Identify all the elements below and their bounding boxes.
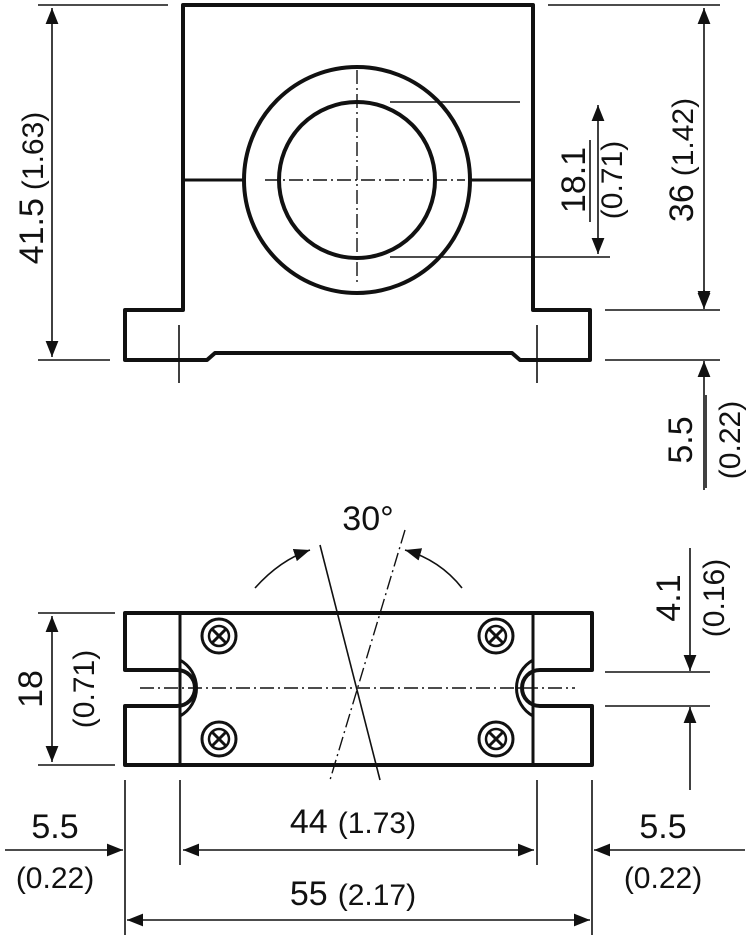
dim-label-height-axis: 36(1.42) [663,98,701,222]
dim-label-width-inch: (0.71) [68,650,101,728]
screw-icon [200,720,238,758]
dim-label-slot-inch: (0.16) [698,559,731,637]
plan-view: 30° 18 (0.71) 4.1 (0.16) 44(1.73) 5.5 (0… [5,500,745,935]
dim-label-bore-inch: (0.71) [596,141,629,219]
screw-icon [477,617,515,655]
dim-label-left-offset-value: 5.5 [31,808,78,846]
dim-label-right-offset-value: 5.5 [639,808,686,846]
dim-label-base-inch: (0.22) [714,401,747,479]
dim-label-slot-value: 4.1 [650,574,688,621]
dim-label-bore-value: 18.1 [555,147,593,213]
dim-label-width-value: 18 [12,670,50,708]
angle-line-solid [319,544,381,781]
screw-icon [477,720,515,758]
dim-label-base-value: 5.5 [662,416,700,463]
dim-label-right-offset-inch: (0.22) [624,862,702,895]
screw-icon [200,617,238,655]
angle-line-dashed [329,529,406,781]
dim-label-height-total: 41.5(1.63) [13,112,51,265]
front-view: 41.5(1.63) 36(1.42) 18.1 (0.71) 5.5 (0.2… [13,3,747,490]
dim-label-total-length: 55(2.17) [290,875,416,913]
angle-label: 30° [342,500,393,538]
dim-label-hole-spacing: 44(1.73) [290,803,416,841]
bracket-plan-outline [123,611,594,767]
dim-label-left-offset-inch: (0.22) [16,862,94,895]
angle-arc-right [404,548,463,589]
slot-boss-right [515,658,534,718]
angle-arc-left [254,548,311,589]
